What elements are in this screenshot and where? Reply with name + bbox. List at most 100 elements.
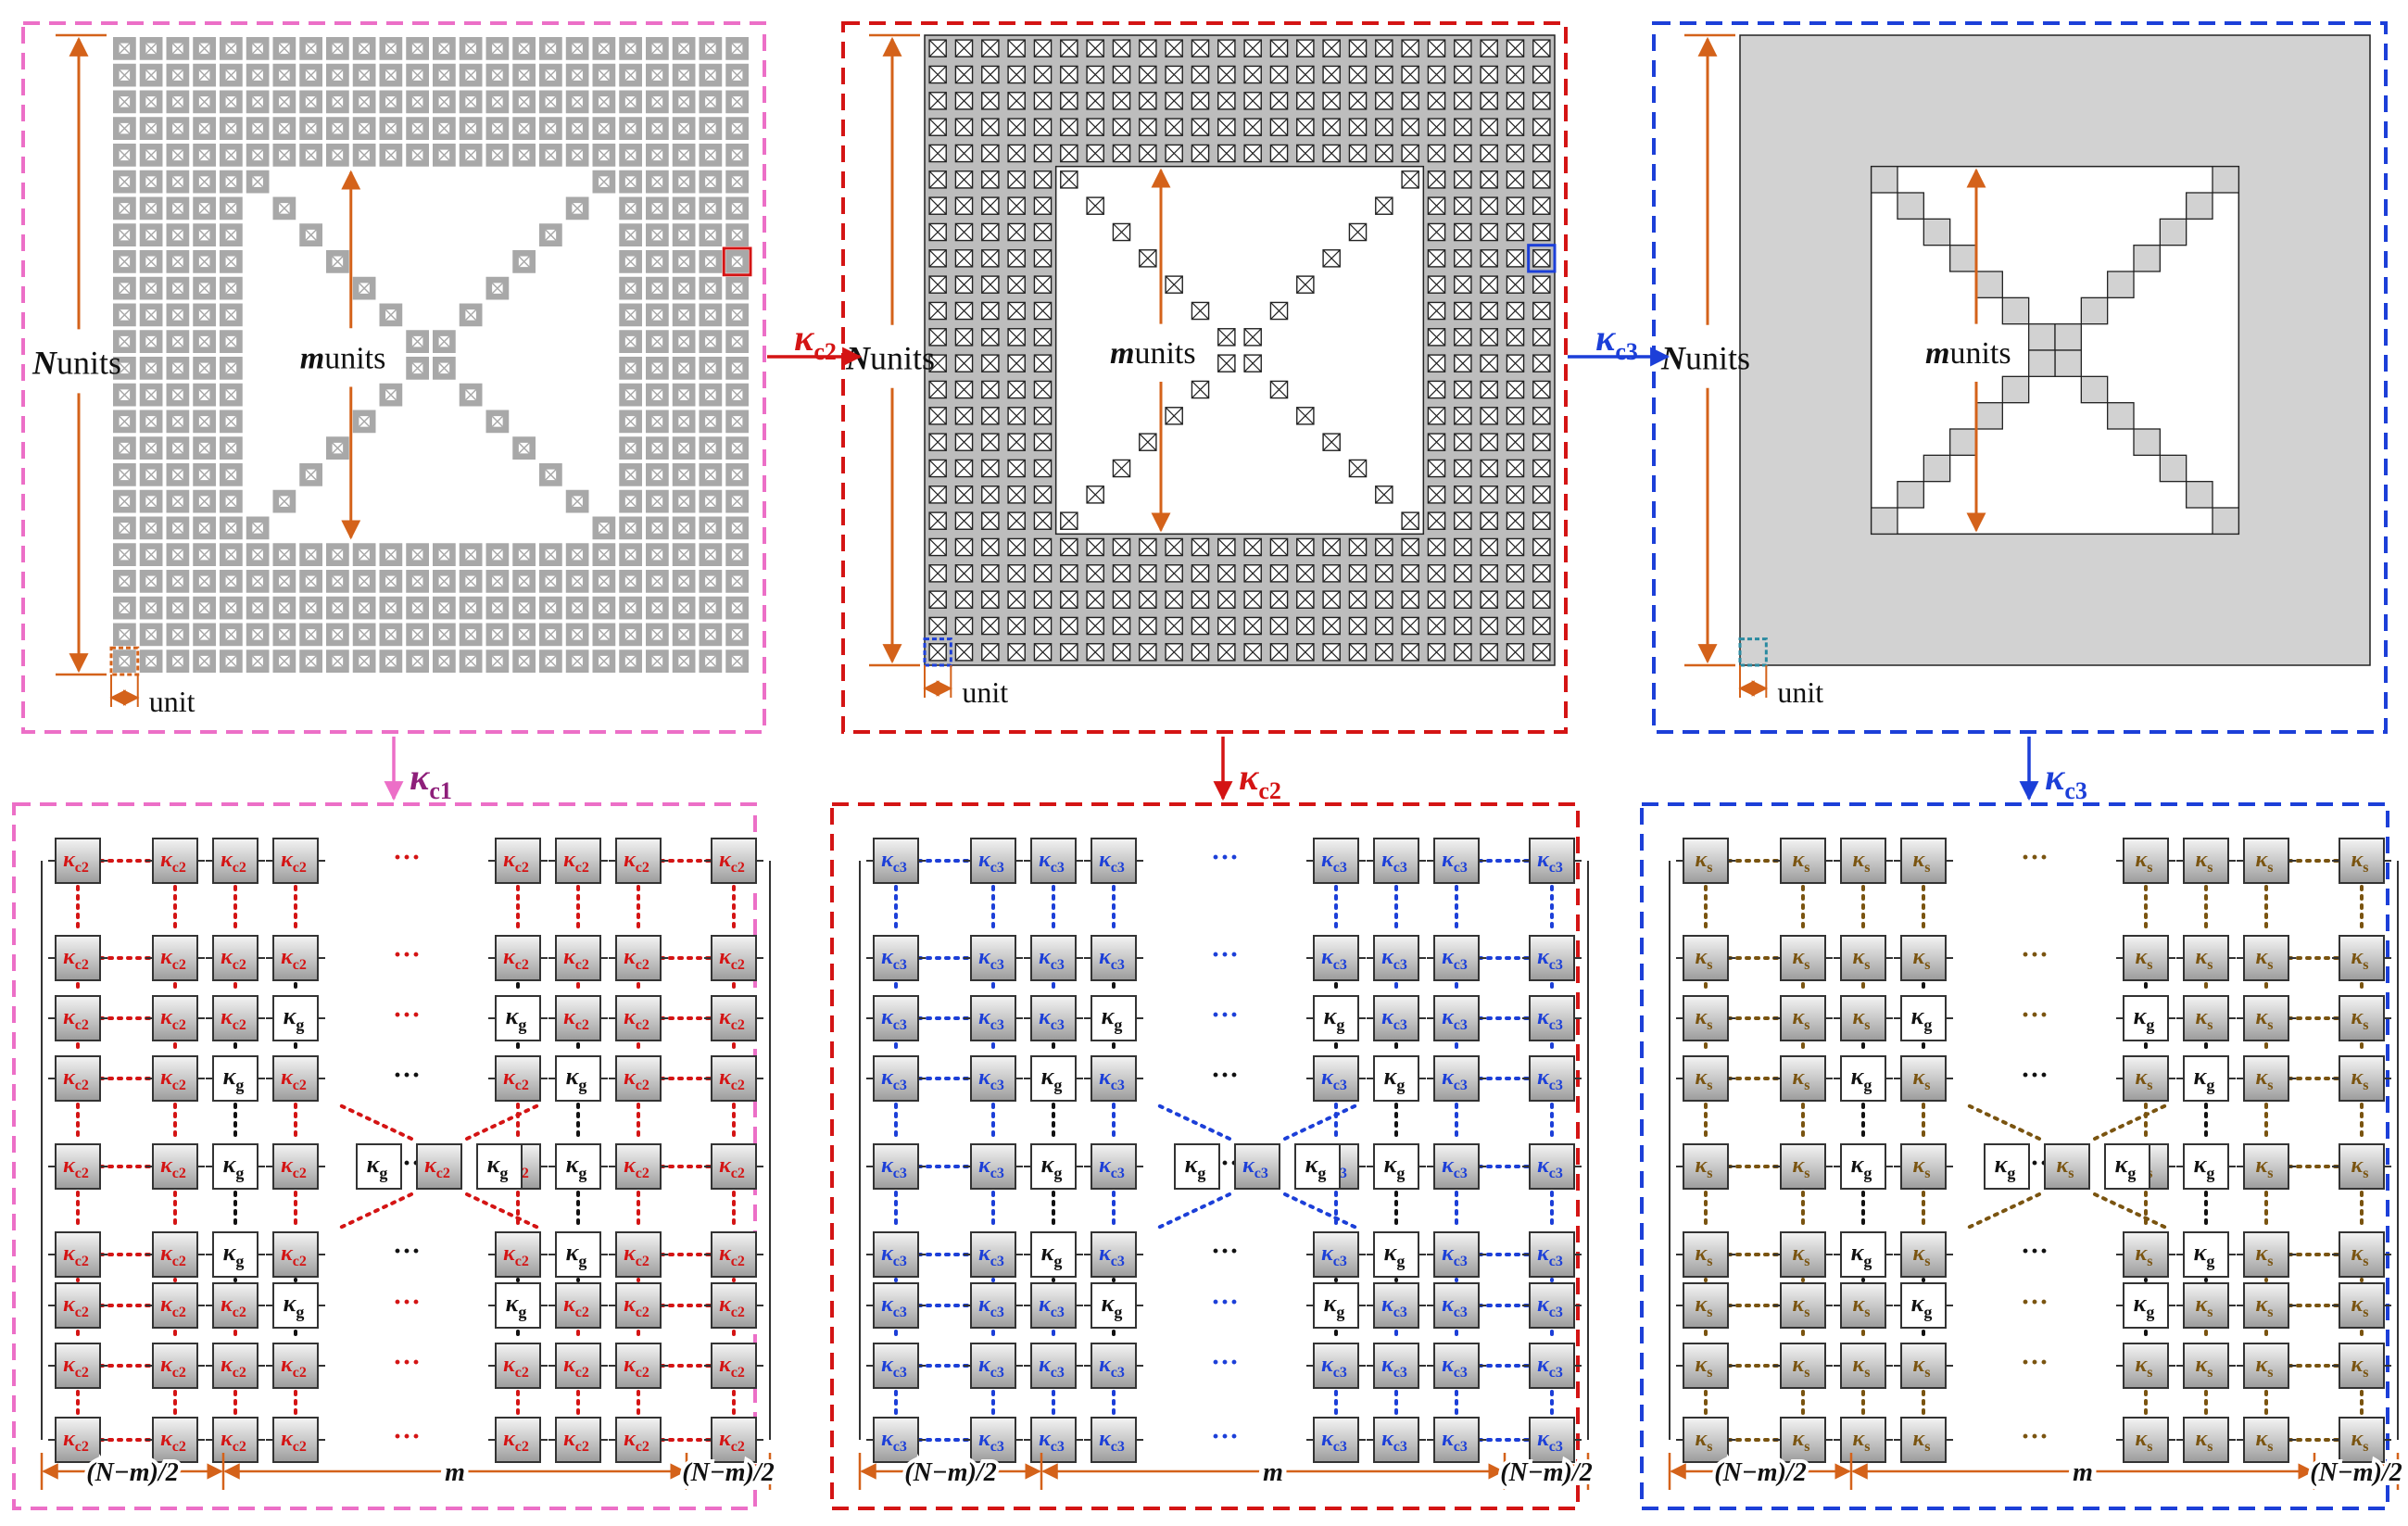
kappa-subscript: s [2147, 1365, 2152, 1381]
resonator-cell: κg [206, 1055, 265, 1102]
resonator-cell: κc3 [1024, 838, 1083, 884]
kappa-subscript: s [1924, 1439, 1930, 1455]
cell-cross [598, 149, 611, 161]
kappa-subscript: c2 [172, 1254, 186, 1269]
cell-cross [358, 549, 371, 561]
diagonal-cell [2080, 375, 2109, 404]
kappa-subscript: c3 [1051, 1017, 1065, 1033]
resonator-cell: κg [548, 1231, 608, 1278]
kappa-subscript: c2 [731, 1439, 745, 1455]
resonator-cell: κc2 [266, 838, 325, 884]
resonator-cell: κc2 [266, 1343, 325, 1389]
cell-cross [171, 388, 184, 401]
cell-cross [171, 469, 184, 481]
resonator-cell: κc3 [866, 838, 926, 884]
cell-cross [571, 69, 584, 82]
cell-cross [145, 309, 158, 322]
resonator-cell: κc2 [704, 995, 763, 1041]
resonator-cell: κc3 [1522, 1343, 1582, 1389]
cell-cross [677, 256, 690, 268]
kappa-subscript: c3 [1549, 1305, 1563, 1320]
cell-cross [491, 95, 504, 108]
resonator-cell: κs [2237, 1231, 2296, 1278]
cell-cross [704, 549, 717, 561]
cell-cross [145, 282, 158, 295]
cell-cross [411, 549, 423, 561]
resonator-cell: κc2 [609, 838, 668, 884]
cell-cross [491, 549, 504, 561]
resonator-cell: κs [2116, 935, 2175, 981]
resonator-cell: κc2 [488, 1417, 548, 1463]
cell-cross [145, 229, 158, 241]
kappa-symbol: κ [1041, 1239, 1055, 1266]
units-word: units [1949, 336, 2011, 371]
cell-cross [251, 69, 264, 82]
resonator-cell: κs [1894, 1343, 1953, 1389]
resonator-cell: κc3 [1427, 935, 1486, 981]
kappa-subscript: c3 [990, 1365, 1004, 1381]
resonator-cell: κc3 [1306, 1417, 1366, 1463]
kappa-subscript: g [1053, 1076, 1062, 1094]
resonator-cell: κs [1894, 935, 1953, 981]
resonator-cell: κc3 [1024, 1343, 1083, 1389]
resonator-cell: κs [2116, 1231, 2175, 1278]
resonator-cell: κc2 [704, 1231, 763, 1278]
resonator-cell: κc3 [1367, 1417, 1426, 1463]
cell-cross [677, 388, 690, 401]
kappa-subscript: c3 [1454, 1365, 1468, 1381]
kappa-subscript: s [2267, 860, 2273, 876]
diag-coupling [1283, 1103, 1360, 1141]
kappa-subscript: s [1707, 1078, 1712, 1093]
resonator-cell: κc2 [548, 1282, 608, 1329]
cell-cross [598, 95, 611, 108]
diag-coupling [465, 1192, 542, 1230]
diag-coupling [1154, 1103, 1231, 1141]
cell-cross [145, 442, 158, 454]
resonator-cell: κc2 [548, 1417, 608, 1463]
diagonal-cell [2054, 323, 2082, 351]
kappa-subscript: c3 [990, 1254, 1004, 1269]
resonator-cell: κc2 [609, 1343, 668, 1389]
kappa-subscript: c3 [893, 1305, 907, 1320]
cell-cross [677, 415, 690, 428]
down-arrow-2-label: κc3 [2045, 756, 2087, 804]
resonator-cell: κc2 [548, 995, 608, 1041]
resonator-cell: κg [1834, 1143, 1893, 1190]
kappa-subscript: c3 [1454, 1166, 1468, 1181]
resonator-cell: κs [1676, 1417, 1735, 1463]
kappa-subscript: c3 [1051, 1365, 1065, 1381]
cell-cross [624, 549, 637, 561]
cell-cross [731, 415, 743, 428]
cell-cross [278, 549, 291, 561]
kappa-subscript: s [1864, 957, 1870, 973]
cell-cross [119, 388, 131, 401]
resonator-cell: κs [2116, 1343, 2175, 1389]
cell-cross [624, 282, 637, 295]
kappa-subscript: s [2363, 1166, 2368, 1181]
span-half-left: (N−m)/2 [1714, 1458, 1806, 1487]
resonator-cell: κs [1676, 1343, 1735, 1389]
cell-cross [518, 549, 530, 561]
cell-cross [225, 335, 237, 347]
cell-cross [438, 335, 450, 347]
cell-cross [651, 43, 663, 55]
kappa-subscript: c2 [172, 1078, 186, 1093]
kappa-subscript: c2 [636, 860, 649, 876]
resonator-cell: κc2 [145, 838, 205, 884]
resonator-cell: κc2 [48, 995, 107, 1041]
cell-cross [385, 122, 397, 134]
kappa-subscript: g [1396, 1164, 1405, 1182]
cell-cross [145, 95, 158, 108]
cell-cross [305, 43, 317, 55]
kappa-subscript: c2 [293, 860, 307, 876]
row-ellipsis: ··· [393, 1287, 421, 1318]
kappa-subscript: c2 [636, 1439, 649, 1455]
kappa-symbol: κ [1239, 756, 1259, 798]
kappa-subscript: s [2267, 1365, 2273, 1381]
cell-cross [598, 69, 611, 82]
diagonal-cell [2186, 481, 2213, 509]
cell-cross [704, 95, 717, 108]
cell-cross [704, 415, 717, 428]
kappa-subscript: c2 [813, 338, 837, 365]
cell-cross [704, 122, 717, 134]
